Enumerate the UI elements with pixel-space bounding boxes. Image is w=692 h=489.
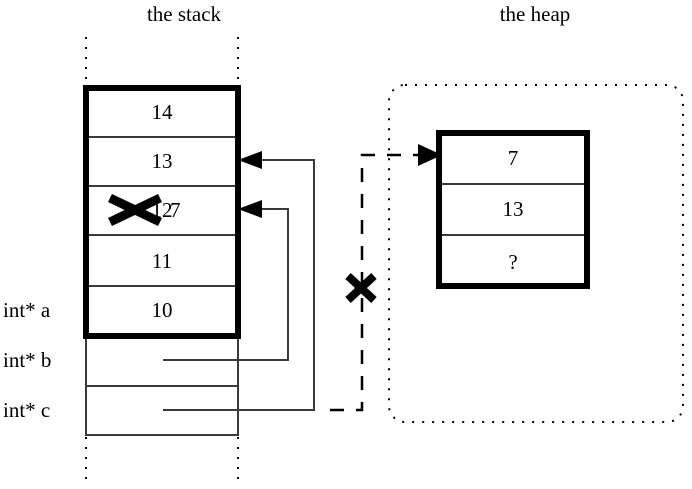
stale-heap-pointer-dashed-arrow (330, 144, 442, 412)
heap-cell-value-0: 7 (507, 146, 519, 170)
stack-cell-value-1: 13 (151, 149, 173, 173)
pointer-b-arrow (163, 200, 289, 361)
stack-cell-2-new-value: 7 (170, 198, 181, 222)
heap-region-boundary (388, 84, 684, 423)
stack-cell-value-2-struck: 12 (151, 198, 173, 222)
heap-cell-value-1: 13 (502, 197, 524, 221)
stack-cell-value-4: 10 (151, 298, 173, 322)
stack-cell-value-3: 11 (151, 249, 173, 273)
stack-frame-box (83, 85, 241, 339)
stack-var-label-c: int* c (3, 398, 51, 422)
invalid-pointer-x-icon (345, 273, 377, 303)
stack-title: the stack (146, 2, 222, 26)
heap-title: the heap (499, 2, 571, 26)
heap-cell-value-2: ? (508, 250, 518, 274)
stack-var-label-a: int* a (3, 298, 51, 322)
pointer-c-arrow (163, 151, 315, 411)
stack-cell-value-0: 14 (151, 100, 173, 124)
heap-block-box (436, 130, 590, 289)
stack-var-label-b: int* b (3, 348, 52, 372)
struck-value-x-icon (108, 193, 162, 227)
